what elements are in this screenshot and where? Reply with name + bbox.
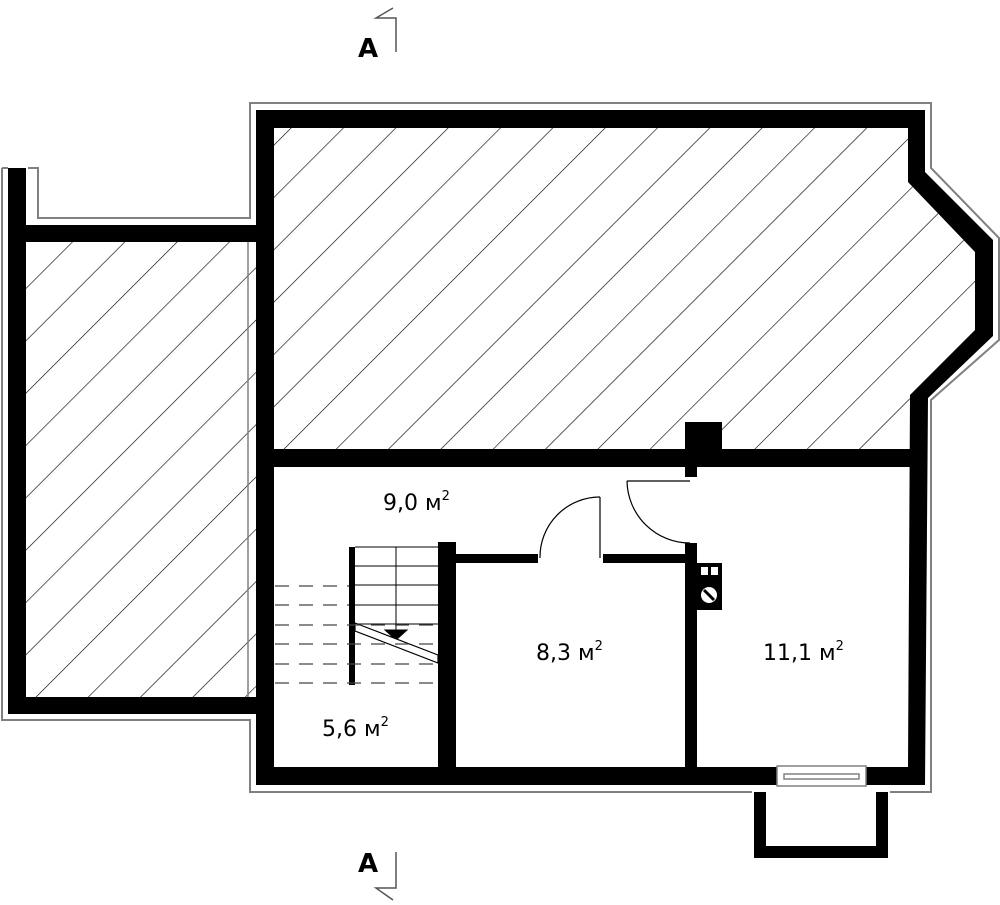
room-area-label: 11,1 м2 [763, 639, 844, 666]
room-area-label: 8,3 м2 [536, 639, 603, 666]
chimney [685, 422, 722, 467]
boiler-room-wall [685, 543, 697, 767]
stair-direction-arrow-icon [383, 629, 409, 641]
room-wall-right [603, 554, 688, 563]
section-mark-bottom: A [358, 849, 397, 901]
divider-wall [256, 449, 925, 467]
walls [8, 110, 993, 858]
left-wing-top-wall [8, 225, 258, 242]
window [776, 765, 867, 787]
main-outer-wall [256, 110, 993, 785]
staircase [275, 546, 439, 685]
section-label-bottom: A [358, 849, 378, 879]
stair-wall [438, 542, 456, 767]
left-wing-bottom-wall [8, 697, 258, 714]
porch-wall [754, 792, 888, 858]
room-wall-left [456, 554, 538, 563]
room-area-label: 5,6 м2 [322, 715, 389, 742]
section-mark-top: A [358, 7, 397, 64]
section-label-top: A [358, 34, 378, 64]
hatched-area-left [26, 242, 256, 697]
outer-outline [1, 102, 1000, 793]
door-boiler-room [626, 480, 691, 544]
left-wing-wall [8, 168, 26, 714]
chimney-stub [685, 467, 697, 477]
room-area-label: 9,0 м2 [383, 489, 450, 516]
boiler-icon [697, 563, 722, 610]
hatched-area-main [274, 128, 975, 449]
door-storage [539, 496, 601, 559]
